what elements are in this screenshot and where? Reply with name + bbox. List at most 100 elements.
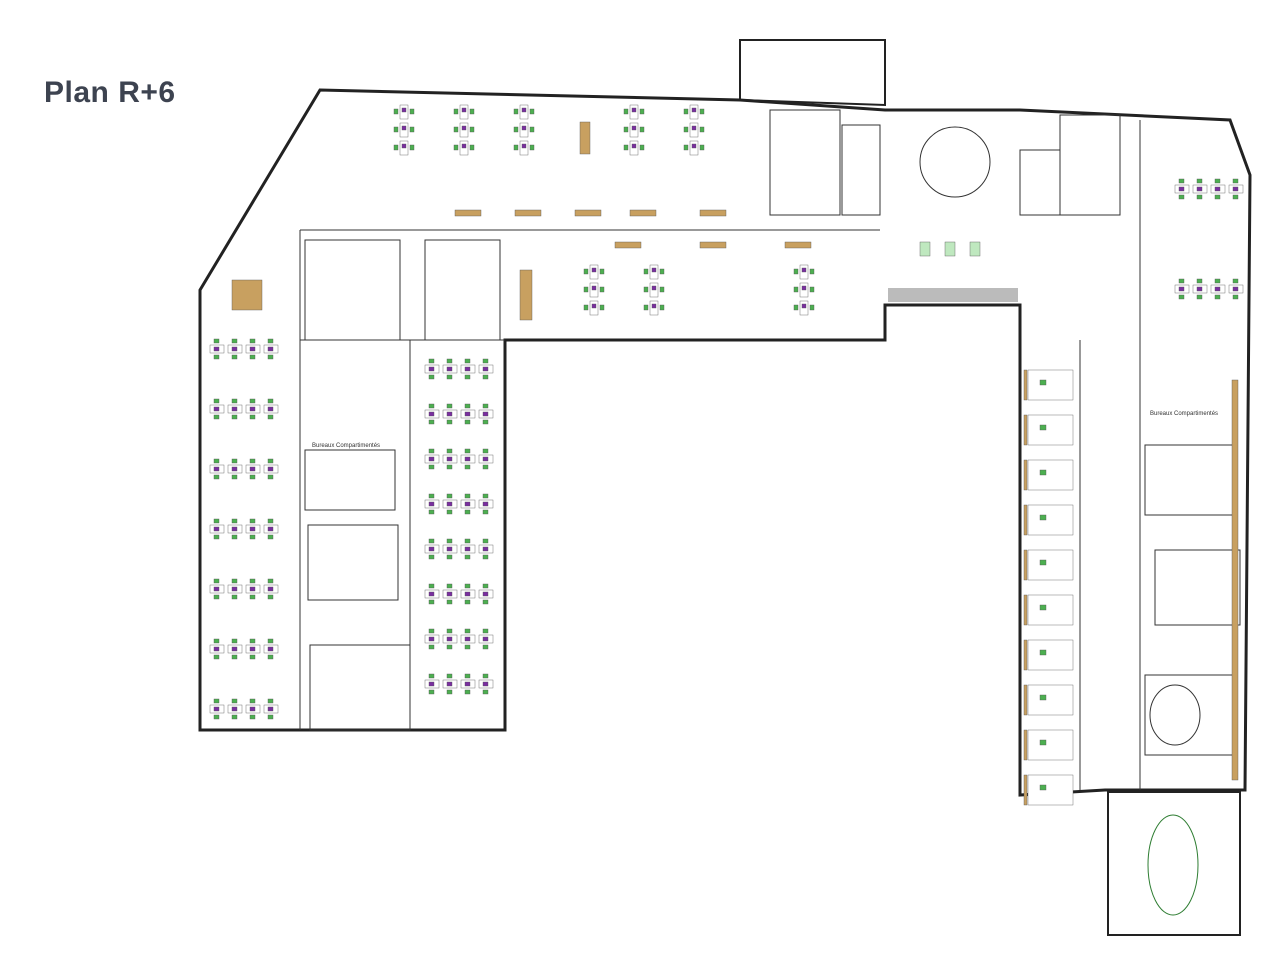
- chair: [231, 354, 238, 360]
- chair: [249, 698, 256, 704]
- label-left-office: Bureaux Compartimentés: [312, 443, 380, 449]
- chair: [249, 354, 256, 360]
- chair: [623, 144, 629, 151]
- chair: [267, 594, 274, 600]
- wood-panel: [1023, 504, 1028, 536]
- chair: [231, 578, 238, 584]
- monitor: [461, 125, 467, 131]
- chair: [231, 518, 238, 524]
- chair: [213, 338, 220, 344]
- chair: [482, 358, 489, 364]
- chair: [1039, 604, 1047, 611]
- top-projection: [739, 39, 886, 107]
- monitor: [249, 346, 256, 352]
- chair: [409, 108, 415, 115]
- monitor: [213, 526, 220, 532]
- monitor: [482, 681, 489, 687]
- chair: [231, 714, 238, 720]
- chair: [267, 354, 274, 360]
- storage-unit: [784, 241, 812, 249]
- chair: [393, 144, 399, 151]
- monitor: [446, 456, 453, 462]
- monitor: [521, 107, 527, 113]
- monitor: [482, 411, 489, 417]
- monitor: [267, 466, 274, 472]
- monitor: [249, 526, 256, 532]
- chair: [464, 689, 471, 695]
- chair: [482, 538, 489, 544]
- monitor: [231, 646, 238, 652]
- chair: [464, 628, 471, 634]
- chair: [513, 108, 519, 115]
- chair: [683, 126, 689, 133]
- chair: [482, 448, 489, 454]
- bench: [919, 241, 931, 257]
- chair: [464, 599, 471, 605]
- chair: [249, 398, 256, 404]
- storage-unit: [514, 209, 542, 217]
- chair: [446, 509, 453, 515]
- monitor: [482, 456, 489, 462]
- chair: [267, 398, 274, 404]
- office-desk: [1027, 684, 1074, 716]
- chair: [1039, 469, 1047, 476]
- monitor: [428, 546, 435, 552]
- chair: [213, 354, 220, 360]
- office-desk: [1027, 459, 1074, 491]
- monitor: [446, 681, 453, 687]
- meeting-table: [231, 279, 263, 311]
- interior-walls: [299, 109, 1241, 916]
- chair: [249, 518, 256, 524]
- chair: [428, 419, 435, 425]
- wood-panel: [1023, 639, 1028, 671]
- chair: [464, 464, 471, 470]
- chair: [231, 458, 238, 464]
- chair: [446, 493, 453, 499]
- chair: [1232, 194, 1239, 200]
- chair: [446, 538, 453, 544]
- chair: [482, 419, 489, 425]
- chair: [249, 338, 256, 344]
- monitor: [464, 636, 471, 642]
- wood-panel: [1023, 684, 1028, 716]
- office-desk: [1027, 369, 1074, 401]
- monitor: [213, 346, 220, 352]
- chair: [267, 578, 274, 584]
- chair: [249, 578, 256, 584]
- monitor: [464, 501, 471, 507]
- chair: [793, 304, 799, 311]
- chair: [809, 286, 815, 293]
- chair: [213, 398, 220, 404]
- chair: [464, 403, 471, 409]
- chair: [231, 698, 238, 704]
- monitor: [631, 143, 637, 149]
- monitor: [464, 546, 471, 552]
- chair: [639, 108, 645, 115]
- chair: [213, 578, 220, 584]
- chair: [464, 419, 471, 425]
- chair: [213, 458, 220, 464]
- chair: [428, 628, 435, 634]
- office-desk: [1027, 594, 1074, 626]
- storage-unit: [629, 209, 657, 217]
- chair: [464, 673, 471, 679]
- chair: [267, 698, 274, 704]
- wood-panel: [1023, 369, 1028, 401]
- monitor: [446, 546, 453, 552]
- monitor: [401, 107, 407, 113]
- chair: [231, 398, 238, 404]
- monitor: [1196, 186, 1203, 192]
- storage-unit: [454, 209, 482, 217]
- monitor: [401, 143, 407, 149]
- chair: [231, 654, 238, 660]
- monitor: [1196, 286, 1203, 292]
- chair: [267, 714, 274, 720]
- chair: [453, 144, 459, 151]
- bench: [944, 241, 956, 257]
- monitor: [446, 636, 453, 642]
- chair: [446, 419, 453, 425]
- label-right-office: Bureaux Compartimentés: [1150, 411, 1218, 417]
- chair: [231, 534, 238, 540]
- chair: [1214, 178, 1221, 184]
